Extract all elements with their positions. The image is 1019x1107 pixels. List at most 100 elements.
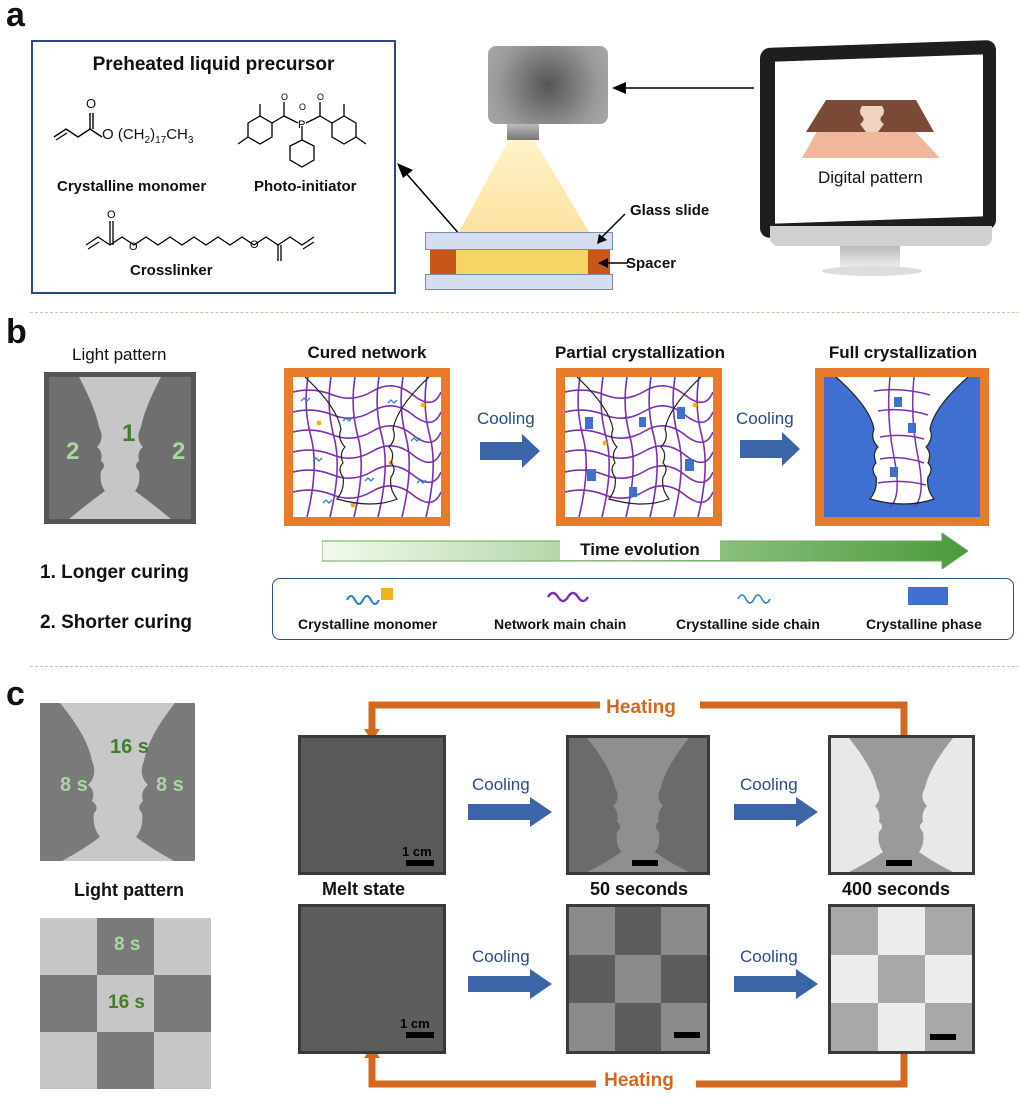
photo-melt-vase: [298, 735, 446, 875]
monomer-o: O: [102, 126, 114, 143]
seconds-50-label: 50 seconds: [590, 879, 689, 899]
c-cooling-4-arrow: [734, 969, 818, 999]
scale-bar-3: [886, 860, 912, 866]
svg-text:O: O: [129, 241, 138, 253]
monomer-ch3: CH: [166, 126, 188, 143]
full-crystallization-label: Full crystallization: [828, 343, 978, 362]
c-cooling-1-label: Cooling: [472, 775, 530, 794]
c-vase-left-time: 8 s: [60, 774, 88, 796]
c-cooling-2-label: Cooling: [740, 775, 798, 794]
photo-50s-checker: [566, 904, 710, 1054]
b-light-pattern-label: Light pattern: [72, 345, 167, 364]
spacer-left: [430, 250, 456, 274]
crosslinker-label: Crosslinker: [130, 262, 213, 279]
panel-c-letter: c: [6, 675, 25, 713]
glass-slide-label: Glass slide: [630, 202, 710, 219]
monitor-to-projector-arrow: [612, 82, 754, 94]
legend-monomer-icon: [346, 588, 393, 605]
c-vase-shape: [60, 703, 175, 861]
c-vase-center-time: 16 s: [110, 736, 149, 758]
legend-crystalline-side-chain: Crystalline side chain: [676, 616, 820, 632]
c-checker-top-time: 8 s: [114, 934, 141, 955]
scale-label-2: 1 cm: [400, 1016, 430, 1031]
full-crystallization-frame: [815, 368, 989, 526]
svg-text:O: O: [299, 102, 306, 112]
c-cooling-1-arrow: [468, 797, 552, 827]
partial-crystallization-label: Partial crystallization: [554, 343, 726, 362]
c-vase-right-time: 8 s: [156, 774, 184, 796]
b-region-1: 1: [122, 420, 136, 447]
scale-bar-5: [674, 1032, 700, 1038]
precursor-title: Preheated liquid precursor: [92, 54, 335, 75]
longer-curing-label: 1. Longer curing: [40, 562, 189, 583]
divider-ab: [30, 312, 1019, 313]
cured-network-frame: [284, 368, 450, 526]
divider-bc: [30, 666, 1019, 667]
digital-pattern-graphic: [802, 100, 940, 158]
precursor-layer: [456, 250, 588, 274]
cured-network-graphic: [293, 377, 441, 517]
partial-crystallization-frame: [556, 368, 722, 526]
photo-400s-checker: [828, 904, 975, 1054]
full-crystallization-graphic: [824, 377, 980, 517]
time-evolution-label: Time evolution: [560, 540, 720, 560]
photo-400s-vase: [828, 735, 975, 875]
svg-text:O: O: [317, 92, 324, 102]
heating-bottom-label: Heating: [604, 1070, 674, 1091]
photo-initiator-label: Photo-initiator: [254, 178, 357, 195]
legend-crystalline-monomer: Crystalline monomer: [298, 616, 438, 632]
glass-slide-bottom: [425, 274, 613, 290]
b-legend-box: [272, 578, 1014, 640]
monomer-sub3: 3: [187, 135, 194, 146]
spacer-pointer: [598, 258, 628, 268]
photo-initiator-structure: P O O O: [237, 92, 367, 168]
scale-bar-4: [406, 1032, 434, 1038]
monomer-formula: O (CH2)17CH3: [102, 126, 193, 146]
panel-a-letter: a: [6, 0, 25, 34]
c-light-pattern-label: Light pattern: [74, 880, 184, 900]
legend-side-chain-icon: [737, 594, 771, 604]
projector: [488, 46, 608, 124]
c-cooling-4-label: Cooling: [740, 947, 798, 966]
melt-state-label: Melt state: [322, 879, 406, 899]
monomer-structure: [53, 113, 103, 141]
glass-slide-pointer: [597, 213, 626, 244]
scale-bar-6: [930, 1034, 956, 1040]
b-cooling-2-arrow: [740, 432, 800, 466]
monitor-base: [822, 266, 922, 276]
monomer-close: ): [150, 126, 156, 143]
photo-50s-vase: [566, 735, 710, 875]
legend-crystal-phase-icon: [908, 587, 948, 605]
b-cooling-1-label: Cooling: [477, 409, 535, 428]
monitor-stand: [840, 246, 900, 268]
c-checker-pattern: [40, 918, 211, 1089]
monomer-sub2: 2: [144, 135, 151, 146]
b-cooling-1-arrow: [480, 434, 540, 468]
scale-bar-1: [406, 860, 434, 866]
spacer-right: [588, 250, 610, 274]
cured-network-label: Cured network: [307, 343, 427, 362]
b-vase-shape: [69, 377, 171, 519]
precursor-box: [31, 40, 396, 294]
legend-crystalline-phase: Crystalline phase: [866, 616, 982, 632]
c-vase-pattern: [40, 703, 195, 861]
spacer-label: Spacer: [626, 255, 677, 272]
monomer-carbonyl-o: O: [86, 96, 97, 111]
b-cooling-2-label: Cooling: [736, 409, 794, 428]
crosslinker-structure: O O O: [85, 209, 315, 261]
seconds-400-label: 400 seconds: [842, 879, 951, 899]
c-cooling-3-label: Cooling: [472, 947, 530, 966]
scale-bar-2: [632, 860, 658, 866]
b-region-2-left: 2: [66, 438, 80, 465]
c-cooling-2-arrow: [734, 797, 818, 827]
partial-crystallization-graphic: [565, 377, 713, 517]
c-cooling-3-arrow: [468, 969, 552, 999]
legend-network-main-chain: Network main chain: [494, 616, 627, 632]
legend-network-icon: [546, 591, 590, 603]
svg-text:O: O: [107, 209, 116, 221]
monomer-chain: (CH: [117, 126, 145, 143]
monomer-sub17: 17: [155, 135, 167, 146]
glass-slide-top: [425, 232, 613, 250]
svg-text:O: O: [281, 92, 288, 102]
panel-b-letter: b: [6, 313, 27, 351]
